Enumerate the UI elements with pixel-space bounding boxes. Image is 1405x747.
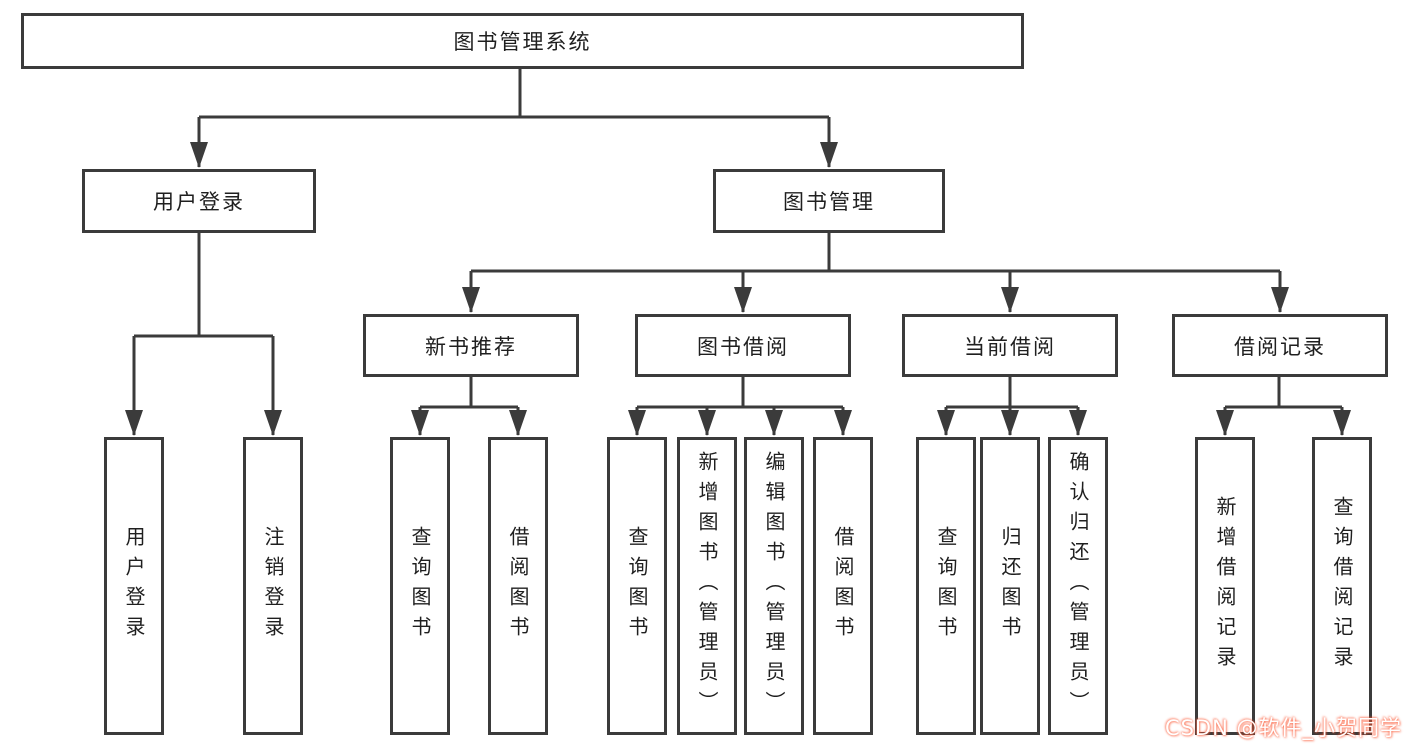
node-user-login: 用户登录 [82, 169, 316, 233]
connector-lines [134, 69, 1342, 409]
leaf-logout: 注销登录 [243, 437, 303, 735]
leaf-borrow-books-recommend: 借阅图书 [488, 437, 548, 735]
leaf-borrow-books: 借阅图书 [813, 437, 873, 735]
leaf-user-login: 用户登录 [104, 437, 164, 735]
node-library-system: 图书管理系统 [21, 13, 1024, 69]
leaf-add-books-admin: 新增图书（管理员） [677, 437, 737, 735]
node-new-book-recommend: 新书推荐 [363, 314, 579, 377]
leaf-query-books-recommend: 查询图书 [390, 437, 450, 735]
leaf-confirm-return-admin: 确认归还（管理员） [1048, 437, 1108, 735]
leaf-edit-books-admin: 编辑图书（管理员） [744, 437, 804, 735]
leaf-add-borrow-record: 新增借阅记录 [1195, 437, 1255, 735]
node-current-borrowing: 当前借阅 [902, 314, 1118, 377]
node-book-management: 图书管理 [713, 169, 945, 233]
leaf-query-borrow-record: 查询借阅记录 [1312, 437, 1372, 735]
leaf-query-books-current: 查询图书 [916, 437, 976, 735]
node-borrowing-records: 借阅记录 [1172, 314, 1388, 377]
node-book-borrowing: 图书借阅 [635, 314, 851, 377]
connector-arrows [125, 117, 1351, 436]
leaf-return-books: 归还图书 [980, 437, 1040, 735]
leaf-query-books-borrowing: 查询图书 [607, 437, 667, 735]
